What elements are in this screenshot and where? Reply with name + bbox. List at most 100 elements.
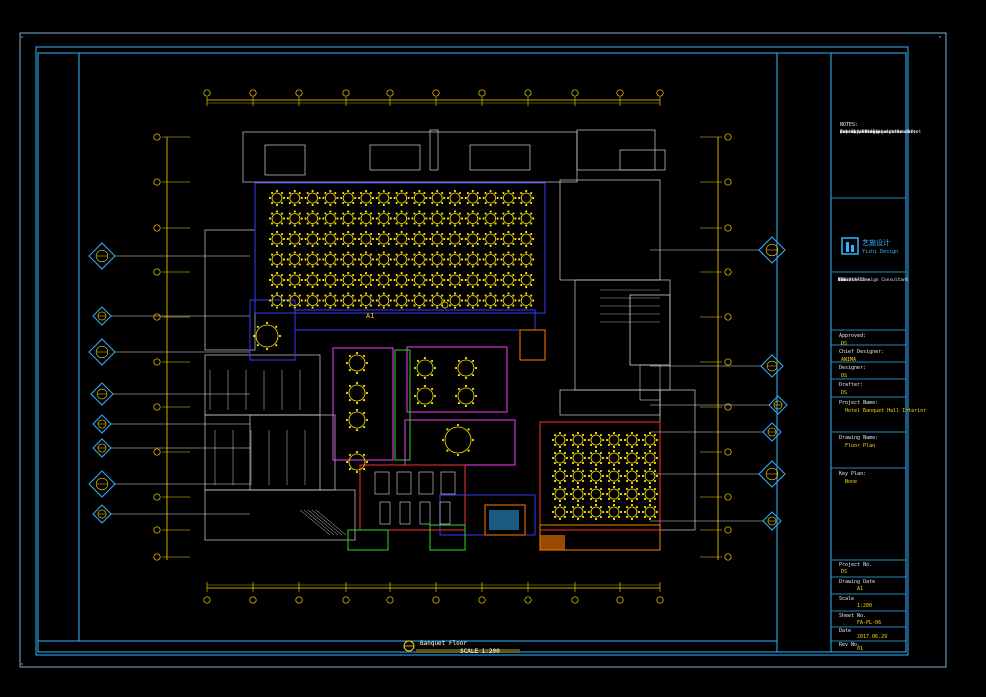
chair [581, 451, 585, 455]
chair [512, 191, 515, 195]
chair [405, 201, 408, 205]
chair [275, 210, 279, 213]
chair [635, 497, 639, 501]
chair [436, 265, 439, 268]
chair [512, 242, 515, 246]
company-info-line: TEL / FAX [838, 278, 863, 283]
chair [599, 461, 603, 465]
chair [466, 191, 469, 195]
chair [512, 283, 515, 287]
chair [364, 244, 368, 248]
chair [466, 253, 469, 256]
grid-bubble [656, 89, 664, 97]
chair [334, 294, 337, 297]
round-table [464, 230, 481, 248]
chair [329, 203, 332, 207]
chair [617, 433, 621, 437]
table-top [271, 295, 283, 306]
section-symbol [92, 306, 250, 326]
chair [336, 278, 339, 282]
round-table [569, 485, 587, 503]
chair [423, 242, 426, 246]
round-table [569, 449, 587, 467]
chair [329, 265, 332, 268]
chair [441, 201, 444, 205]
chair [270, 212, 274, 215]
chair [476, 222, 479, 225]
chair [316, 263, 319, 266]
chair [458, 294, 462, 297]
chair [520, 294, 523, 297]
chair [389, 217, 392, 220]
round-table [518, 271, 535, 289]
chair [569, 492, 573, 496]
round-table [464, 292, 481, 309]
chair [565, 492, 569, 496]
chair [619, 510, 623, 514]
round-table [393, 230, 410, 248]
chair [306, 232, 309, 236]
chair [280, 294, 284, 297]
round-table [446, 271, 464, 289]
chair [471, 265, 474, 268]
chair [298, 294, 301, 297]
table-top [520, 192, 532, 204]
round-table [551, 467, 569, 485]
chair [418, 292, 421, 295]
chair [594, 485, 598, 489]
chair [467, 428, 470, 431]
zones-layer [249, 182, 661, 551]
chair [387, 212, 390, 215]
chair [300, 299, 303, 302]
table-top [360, 192, 372, 204]
chair [311, 210, 314, 213]
chair [411, 278, 414, 282]
wall-outline [619, 149, 666, 171]
table-top [502, 213, 514, 224]
round-table [357, 230, 375, 248]
chair [316, 283, 319, 287]
chair [466, 304, 469, 307]
chair [576, 503, 580, 507]
chair [334, 212, 337, 215]
chair [270, 263, 274, 266]
chair [441, 242, 444, 246]
chair [471, 401, 475, 405]
chair [502, 212, 505, 215]
chair [448, 253, 452, 256]
chair [418, 224, 421, 227]
chair [369, 242, 373, 246]
drawing-title-plate [403, 640, 520, 653]
chair [476, 253, 479, 256]
chair [648, 463, 652, 467]
chair [431, 212, 434, 215]
table-top [307, 295, 319, 306]
chair [395, 201, 398, 205]
chair [514, 299, 517, 302]
chair [355, 351, 359, 355]
chair [429, 196, 432, 200]
grid-bubble [386, 89, 394, 97]
corner-marks [21, 36, 941, 665]
round-table [587, 485, 605, 503]
round-table [322, 189, 339, 207]
chair [431, 191, 434, 195]
chair [587, 438, 591, 442]
chair [265, 321, 269, 325]
chair [275, 285, 279, 289]
chair [476, 232, 479, 236]
chair [565, 510, 569, 514]
grid-bubble [249, 89, 257, 97]
chair [466, 222, 469, 225]
chair [389, 237, 392, 241]
grid-bubble [656, 596, 664, 604]
chair [617, 515, 621, 519]
chair [425, 278, 428, 282]
section-symbol [88, 470, 250, 498]
company-info-line: Website [838, 278, 857, 283]
chair [625, 469, 629, 473]
chair [334, 222, 337, 225]
table-top [348, 453, 366, 471]
chair [429, 299, 432, 302]
table-top [342, 274, 354, 286]
